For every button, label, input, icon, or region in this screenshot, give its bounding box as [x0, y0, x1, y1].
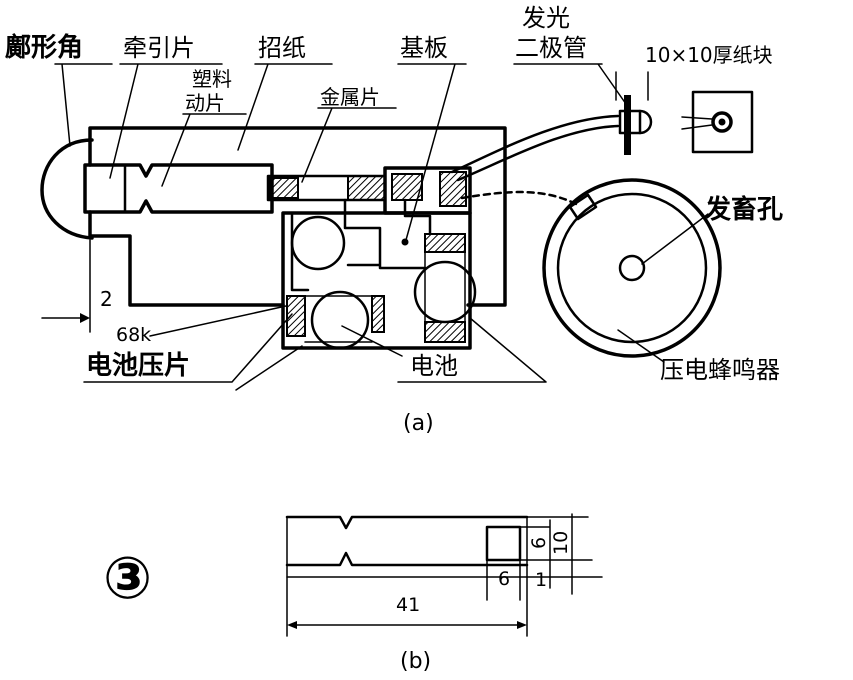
- arrow-right-icon: [517, 621, 527, 629]
- strip-bottom-edge: [285, 551, 529, 567]
- metal-strip-contact: [347, 175, 386, 201]
- base-board-dot: [401, 238, 409, 246]
- metal-strip-label: 金属片: [320, 85, 380, 109]
- arrow-left-icon: [287, 621, 297, 629]
- horn: [40, 138, 94, 240]
- horn-label: 鄺形角: [5, 32, 83, 63]
- dimension-square-width: 6: [498, 568, 510, 590]
- cardboard-block: [681, 90, 754, 154]
- dimension-label: 2: [100, 287, 113, 311]
- led-hole-dot: [718, 118, 726, 126]
- buzzer-inner-ring: [556, 192, 708, 344]
- dimension-length: 41: [396, 594, 420, 616]
- metal-strip-contact: [269, 177, 299, 199]
- battery-clip-label: 电池压片: [86, 351, 190, 381]
- body-outline: [88, 126, 507, 307]
- plastic-strip-label-line2: 动片: [185, 91, 225, 115]
- battery-terminal: [424, 321, 466, 343]
- caption-a: (a): [403, 411, 434, 436]
- leader-lines: [41, 63, 709, 391]
- traction-strip-leader: [109, 63, 223, 179]
- horn-leader: [54, 63, 113, 147]
- base-board-pad: [439, 171, 467, 207]
- cardboard-block-frame: [691, 90, 754, 154]
- led-label-line2: 二极管: [515, 34, 587, 62]
- piezo-buzzer: [542, 178, 722, 358]
- led-hole-ring: [711, 111, 733, 133]
- piezo-buzzer-leader: [617, 329, 665, 363]
- piezo-buzzer-label: 压电蜂鸣器: [660, 356, 780, 384]
- led-mount-card: [624, 95, 631, 155]
- strip-square-cutout: [485, 525, 522, 562]
- battery-right-casing: [424, 251, 466, 323]
- led-dome: [638, 109, 653, 135]
- battery-terminal: [424, 233, 466, 253]
- battery-leader: [341, 317, 547, 383]
- metal-strip-leader: [301, 107, 397, 183]
- led-leader: [513, 63, 627, 105]
- transistor-body: [290, 215, 346, 271]
- buzzer-tab: [568, 193, 598, 221]
- led-wire: [450, 114, 620, 174]
- figure-b: 41 6 10 6 1 (b): [285, 513, 603, 674]
- dimension-arrow-icon: [80, 313, 90, 323]
- figure-a-labels: 鄺形角 牵引片 招纸 基板 发光 二极管 10×10厚纸块 塑料 动片 金属片 …: [5, 4, 783, 436]
- plastic-strip-label-line1: 塑料: [192, 67, 232, 91]
- base-board-leader: [397, 63, 467, 241]
- traction-strip-label: 牵引片: [123, 34, 195, 62]
- dimension-grid: [286, 513, 603, 601]
- battery-bottom-casing: [304, 295, 373, 343]
- base-board-pad: [391, 173, 423, 201]
- sound-hole-leader: [641, 213, 709, 265]
- led-extension-lines: [615, 71, 649, 101]
- led-wire: [456, 124, 620, 182]
- led: [615, 71, 653, 155]
- sound-hole: [618, 254, 646, 282]
- dimension-square-side: 6: [528, 537, 550, 549]
- battery-bottom: [310, 290, 370, 350]
- label-paper-label: 招纸: [258, 34, 306, 62]
- circuit-traces: [290, 198, 432, 292]
- caption-b: (b): [400, 649, 431, 674]
- circuit-box: [266, 166, 477, 350]
- battery-clip: [371, 295, 385, 333]
- figure-number: ③: [103, 544, 152, 612]
- label-paper-leader: [237, 63, 333, 151]
- circuit-box-frame: [281, 211, 472, 350]
- battery-label: 电池: [410, 352, 458, 380]
- dimension-line: [41, 239, 91, 333]
- battery-right: [413, 260, 477, 324]
- resistor-label: 68k: [116, 324, 151, 346]
- led-leads: [681, 116, 713, 130]
- strip-top-edge: [285, 515, 529, 530]
- base-board-label: 基板: [400, 34, 448, 62]
- plastic-strip-leader: [161, 113, 247, 187]
- resistor-leader: [149, 305, 287, 337]
- led-label-line1: 发光: [522, 4, 570, 32]
- dimension-strip-width: 10: [550, 531, 572, 555]
- figure-a: 鄺形角 牵引片 招纸 基板 发光 二极管 10×10厚纸块 塑料 动片 金属片 …: [5, 4, 783, 436]
- traction-strip: [83, 163, 274, 214]
- battery-clip: [286, 295, 306, 337]
- sound-hole-label: 发畜孔: [704, 194, 783, 225]
- cardboard-block-label: 10×10厚纸块: [645, 43, 773, 67]
- buzzer-outer-ring: [542, 178, 722, 358]
- dimension-gap: 1: [535, 569, 547, 591]
- buzzer-wire: [460, 190, 580, 207]
